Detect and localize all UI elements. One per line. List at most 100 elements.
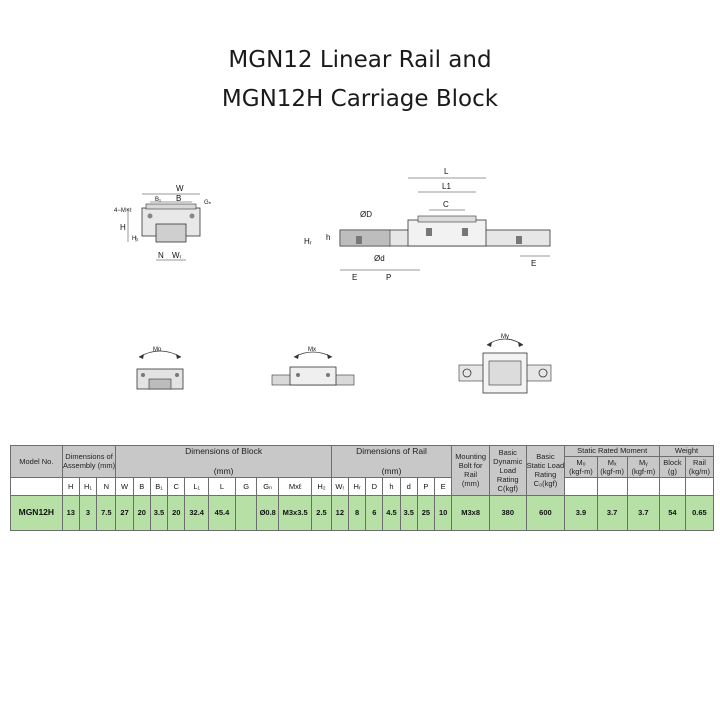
th-moment: Static Rated Moment <box>564 445 660 457</box>
cell-model: MGN12H <box>10 494 63 531</box>
side-view-drawing: L L1 C ØD Hᵣ h Ød E P E <box>304 167 551 282</box>
th-moment-mx-unit: (kgf-m) <box>600 466 625 476</box>
th-empty <box>564 476 598 496</box>
th-weight-block: Block(g) <box>659 455 686 478</box>
cell-weight: 54 <box>659 494 686 531</box>
dim-b-label: B <box>176 194 181 203</box>
th-block: Dimensions of Block (mm) <box>115 445 332 478</box>
cell-rail: 25 <box>416 494 436 531</box>
dim-p-label: P <box>386 273 391 282</box>
moment-mo-label: Mo <box>153 347 162 353</box>
th-empty <box>684 476 715 496</box>
cell-moment: 3.7 <box>596 494 628 531</box>
cell-assembly: 13 <box>61 494 80 531</box>
th-bolt: Mounting Bolt for Rail (mm) <box>451 445 490 496</box>
cell-block: 27 <box>115 494 134 531</box>
table-subheader-row: H H₁ N W B B₁ C L₁ L G Gₙ Mxℓ H₂ Wᵣ Hᵣ D… <box>10 476 715 496</box>
th-moment-mo-sym: Mₒ <box>576 457 586 467</box>
th-sub: Hᵣ <box>347 476 367 496</box>
th-moment-mx: Mₓ(kgf-m) <box>596 455 628 478</box>
th-weight-rail: Rail(kg/m) <box>684 455 715 478</box>
th-empty <box>10 476 63 496</box>
dim-h-side-label: h <box>326 233 330 242</box>
th-empty <box>626 476 661 496</box>
cell-block: 20 <box>132 494 151 531</box>
cell-moment: 3.7 <box>626 494 661 531</box>
cell-assembly: 3 <box>78 494 98 531</box>
cell-block: 32.4 <box>184 494 210 531</box>
th-sub: Gₙ <box>256 476 279 496</box>
th-sub: Mxℓ <box>277 476 313 496</box>
th-bolt-title: Mounting Bolt for Rail <box>455 452 487 480</box>
th-static: Basic Static Load Rating C₀(kgf) <box>525 445 566 496</box>
title-line-2: MGN12H Carriage Block <box>221 86 499 112</box>
moment-my-drawing: My <box>458 334 552 394</box>
moment-my-label: My <box>501 334 509 340</box>
cell-weight: 0.65 <box>684 494 715 531</box>
th-block-unit: (mm) <box>213 466 234 477</box>
th-moment-mo-unit: (kgf-m) <box>569 466 593 476</box>
th-sub: B <box>132 476 151 496</box>
th-sub: B₁ <box>149 476 169 496</box>
dim-wr-label: Wᵣ <box>172 251 182 260</box>
moment-mx-drawing: Mx <box>271 347 355 386</box>
dim-e2-label: E <box>531 259 536 268</box>
dim-l-label: L <box>444 167 449 176</box>
dim-h-label: H <box>120 223 126 232</box>
cell-block: 2.5 <box>311 494 332 531</box>
th-sub: d <box>399 476 418 496</box>
th-static-unit: C₀(kgf) <box>533 479 558 489</box>
dim-l1-label: L1 <box>442 182 451 191</box>
th-sub: W <box>115 476 134 496</box>
th-rail-title: Dimensions of Rail <box>356 446 427 456</box>
th-sub: D <box>365 476 384 496</box>
dim-m-label: 4−M×ℓ <box>114 207 131 214</box>
front-view-drawing: W B₁ B Gₙ 4−M×ℓ H H₁ N Wᵣ <box>114 184 212 261</box>
dim-c-label: C <box>443 200 449 209</box>
th-sub: E <box>434 476 453 496</box>
cell-block: 20 <box>167 494 186 531</box>
th-moment-my: Mᵧ(kgf-m) <box>626 455 661 478</box>
th-dynamic-unit: C(kgf) <box>497 483 518 493</box>
cell-block <box>234 494 258 531</box>
th-rail: Dimensions of Rail (mm) <box>330 445 453 478</box>
th-moment-my-sym: Mᵧ <box>639 457 648 467</box>
th-moment-mo: Mₒ(kgf-m) <box>564 455 598 478</box>
th-assembly: Dimensions of Assembly (mm) <box>61 445 117 478</box>
cell-rail: 8 <box>347 494 367 531</box>
th-weight: Weight <box>659 445 714 457</box>
th-sub: G <box>234 476 258 496</box>
th-sub: Wᵣ <box>330 476 349 496</box>
cell-moment: 3.9 <box>564 494 598 531</box>
th-weight-block-unit: (g) <box>667 466 677 476</box>
th-sub: H₂ <box>311 476 332 496</box>
th-weight-rail-sym: Rail <box>692 457 706 467</box>
th-sub: H₁ <box>78 476 98 496</box>
cell-static: 600 <box>525 494 566 531</box>
dim-od-label: ØD <box>360 210 372 219</box>
moment-mx-label: Mx <box>308 347 316 353</box>
th-dynamic: Basic Dynamic Load Rating C(kgf) <box>488 445 527 496</box>
th-sub: H <box>61 476 80 496</box>
th-sub: C <box>167 476 186 496</box>
cell-rail: 12 <box>330 494 349 531</box>
dim-h1-label: H₁ <box>132 236 138 242</box>
cell-bolt: M3x8 <box>451 494 490 531</box>
th-weight-rail-unit: (kg/m) <box>688 466 711 476</box>
th-moment-mx-sym: Mₓ <box>607 457 617 467</box>
table-header-row: Model No. Dimensions of Assembly (mm) Di… <box>10 445 714 496</box>
dim-gn-label: Gₙ <box>204 200 212 206</box>
dim-w-label: W <box>176 184 184 193</box>
th-sub: L₁ <box>184 476 210 496</box>
th-empty <box>596 476 628 496</box>
dim-hr-label: Hᵣ <box>304 237 312 246</box>
th-empty <box>659 476 686 496</box>
th-weight-block-sym: Block <box>663 457 682 467</box>
cell-rail: 6 <box>365 494 384 531</box>
th-bolt-unit: (mm) <box>461 479 480 489</box>
cell-rail: 3.5 <box>399 494 418 531</box>
cell-block: 3.5 <box>149 494 169 531</box>
th-sub: L <box>208 476 236 496</box>
cell-rail: 4.5 <box>382 494 401 531</box>
cell-block: 45.4 <box>208 494 236 531</box>
